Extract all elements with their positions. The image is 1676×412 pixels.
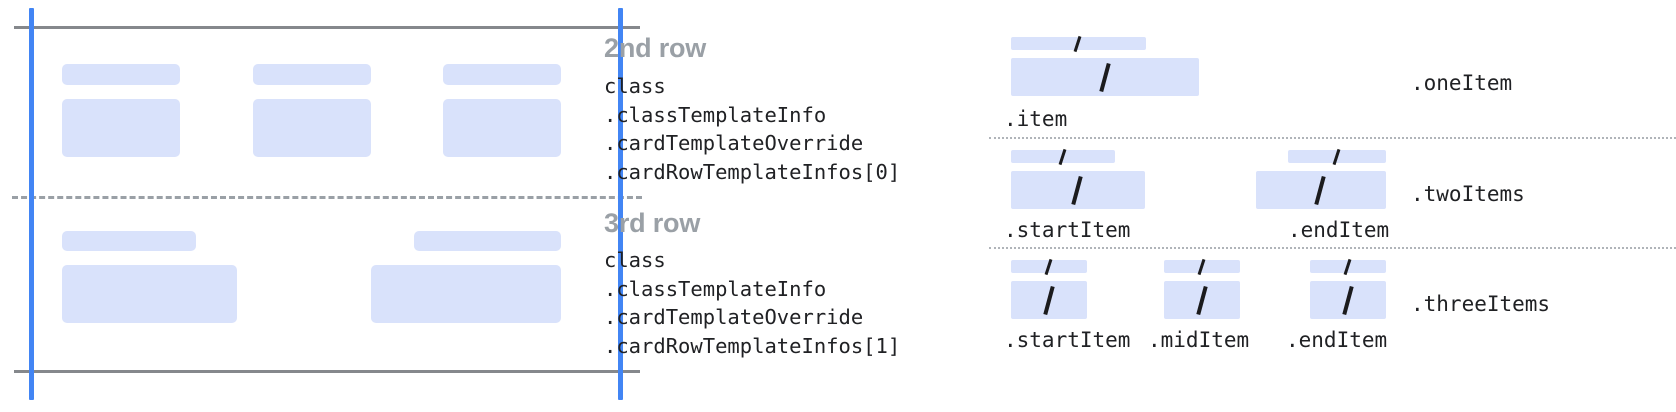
two-items-end-body-box: [1256, 171, 1386, 209]
three-items-end-label: .endItem: [1286, 328, 1388, 352]
group-divider-1: [989, 137, 1676, 139]
row3-col2-body-chip: [371, 265, 561, 323]
slash-glyph: [1044, 258, 1053, 276]
three-items-mid-header-box: [1164, 258, 1240, 276]
three-items-mid-body-box: [1164, 281, 1240, 319]
one-item-group-name: .oneItem: [1411, 71, 1513, 95]
code-line: .classTemplateInfo: [604, 102, 827, 127]
code-line: .cardRowTemplateInfos[0]: [604, 159, 901, 184]
two-items-group-name: .twoItems: [1411, 182, 1525, 206]
code-line: .cardRowTemplateInfos[1]: [604, 333, 901, 358]
row2-col1-header-chip: [62, 64, 180, 85]
row2-col3-header-chip: [443, 64, 561, 85]
slash-glyph: [1058, 148, 1067, 166]
one-item-label: .item: [1004, 107, 1068, 131]
row2-col2-body-chip: [253, 99, 371, 157]
code-line: class: [604, 74, 666, 98]
three-items-group-name: .threeItems: [1411, 292, 1551, 316]
slash-glyph: [1196, 285, 1208, 316]
annotation-code-3rd-row: class .classTemplateInfo .cardTemplateOv…: [604, 246, 900, 360]
two-items-end-header-box: [1288, 148, 1386, 166]
bottom-boundary-rule: [14, 370, 640, 373]
row2-col1-body-chip: [62, 99, 180, 157]
code-line: .cardTemplateOverride: [604, 305, 864, 329]
three-items-mid-label: .midItem: [1148, 328, 1250, 352]
code-line: .classTemplateInfo: [604, 276, 827, 301]
slash-glyph: [1314, 175, 1326, 206]
two-items-start-body-box: [1011, 171, 1145, 209]
row2-col2-header-chip: [253, 64, 371, 85]
row3-col1-header-chip: [62, 231, 196, 251]
three-items-start-body-box: [1011, 281, 1087, 319]
slash-glyph: [1332, 148, 1341, 166]
row3-col1-body-chip: [62, 265, 237, 323]
three-items-end-body-box: [1310, 281, 1386, 319]
slash-glyph: [1099, 62, 1111, 93]
two-items-start-label: .startItem: [1004, 218, 1131, 242]
three-items-end-header-box: [1310, 258, 1386, 276]
code-line: .cardTemplateOverride: [604, 131, 864, 155]
right-edge-guide: [618, 8, 623, 400]
slash-glyph: [1043, 285, 1055, 316]
annotation-title-3rd-row: 3rd row: [604, 208, 701, 238]
annotation-code-2nd-row: class .classTemplateInfo .cardTemplateOv…: [604, 72, 900, 186]
one-item-body-box: [1011, 58, 1199, 96]
three-items-start-header-box: [1011, 258, 1087, 276]
left-edge-guide: [29, 8, 34, 400]
row2-col3-body-chip: [443, 99, 561, 157]
code-line: class: [604, 248, 666, 272]
two-items-end-label: .endItem: [1288, 218, 1390, 242]
slash-glyph: [1342, 285, 1354, 316]
three-items-start-label: .startItem: [1004, 328, 1131, 352]
slash-glyph: [1073, 35, 1082, 53]
slash-glyph: [1343, 258, 1352, 276]
slash-glyph: [1197, 258, 1206, 276]
row-divider-dashed: [12, 196, 642, 199]
group-divider-2: [989, 247, 1676, 249]
annotation-title-2nd-row: 2nd row: [604, 33, 707, 63]
two-items-start-header-box: [1011, 148, 1115, 166]
one-item-header-box: [1011, 35, 1146, 53]
slash-glyph: [1071, 175, 1083, 206]
row3-col2-header-chip: [414, 231, 561, 251]
top-boundary-rule: [14, 26, 640, 29]
